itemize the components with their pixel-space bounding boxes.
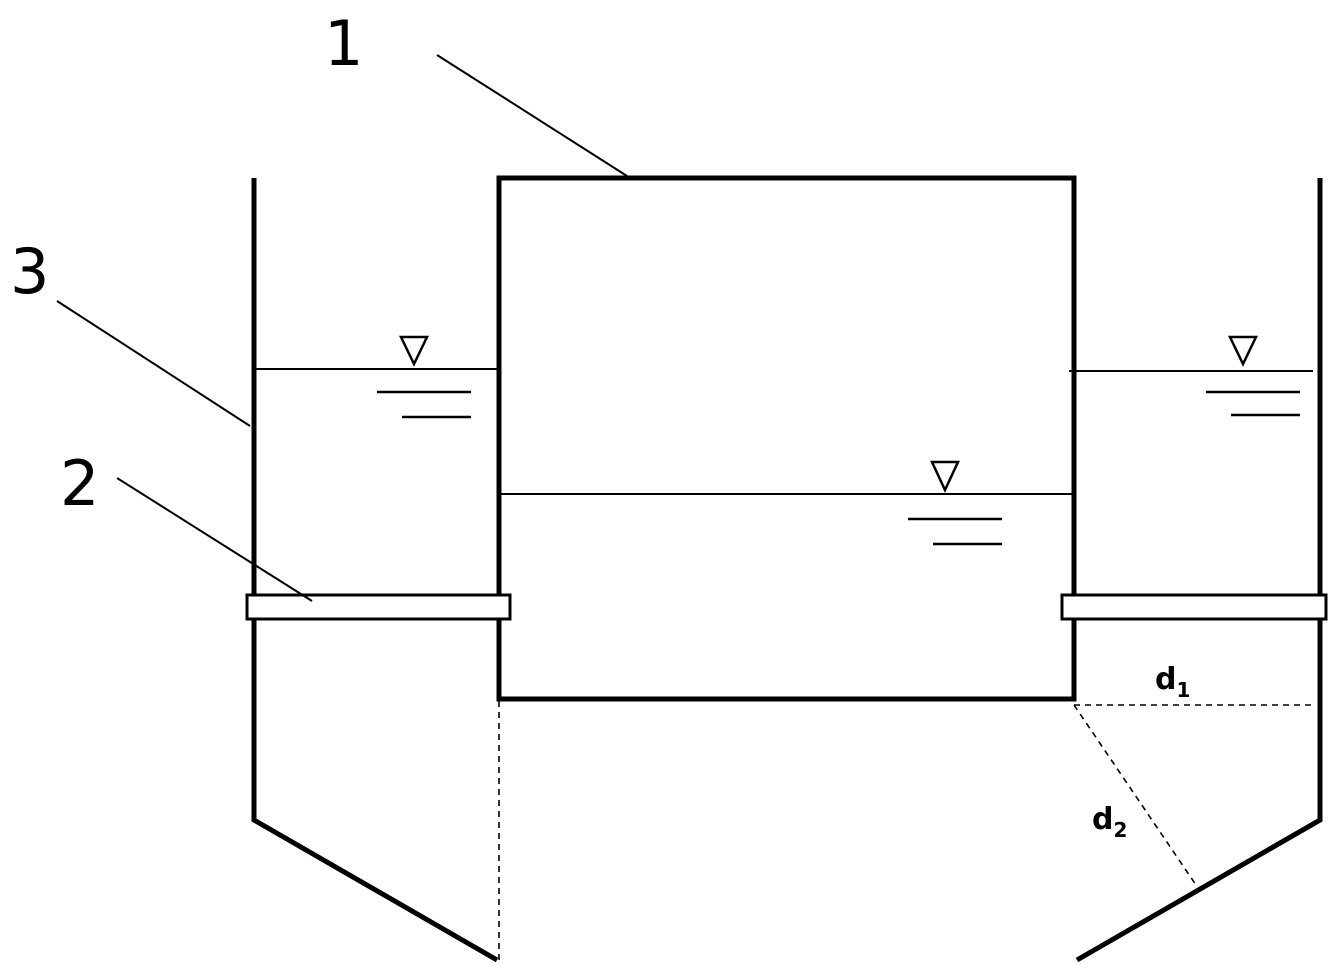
label-d1: d1 [1155, 662, 1190, 702]
pipe-left [245, 593, 512, 621]
water-level-symbol-inner [908, 460, 1002, 546]
label-d2: d2 [1092, 802, 1127, 842]
dashed-d2-line [1073, 704, 1197, 886]
leader-line-2 [116, 477, 313, 602]
water-level-symbol-right [1206, 335, 1300, 417]
label-part-3: 3 [10, 235, 49, 308]
outer-tank-left-wall [251, 178, 499, 963]
leader-line-3 [56, 300, 251, 427]
label-part-2: 2 [60, 447, 99, 520]
outer-tank-right-wall [1075, 178, 1323, 963]
inner-box [496, 175, 1077, 702]
pipe-right [1060, 593, 1328, 621]
water-level-symbol-left [377, 335, 471, 419]
leader-line-1 [436, 54, 628, 177]
label-part-1: 1 [324, 7, 363, 80]
